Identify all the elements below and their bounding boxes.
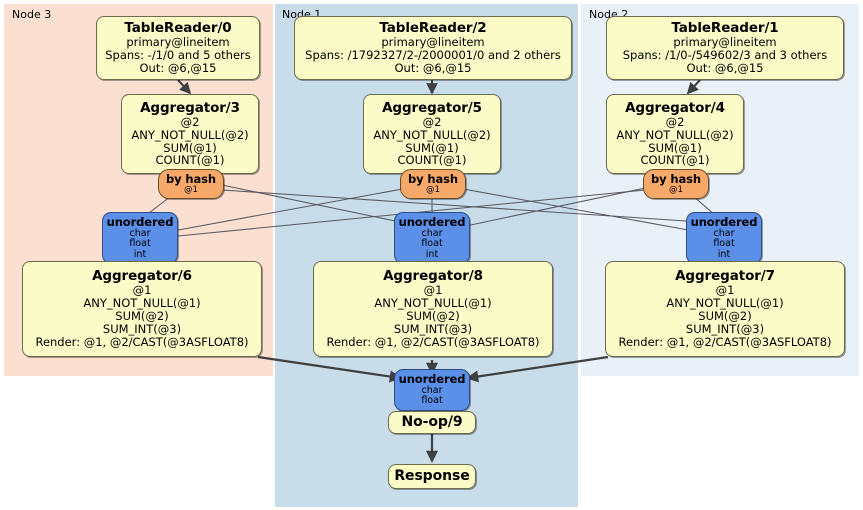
node-line: Render: @1, @2/CAST(@3ASFLOAT8) [35, 334, 249, 349]
router-title: by hash [165, 171, 216, 186]
node-line: SUM(@1) [163, 140, 217, 155]
router-by-hash-right[interactable]: by hash @1 [643, 169, 709, 199]
node-line: primary@lineitem [126, 35, 230, 50]
node-line: SUM_INT(@3) [393, 321, 473, 336]
node-line: ANY_NOT_NULL(@1) [374, 296, 492, 311]
node-line: Out: @6,@15 [686, 60, 764, 75]
node-no-op-9[interactable]: No-op/9 [388, 411, 476, 434]
node-line: Out: @6,@15 [394, 60, 472, 75]
node-line: primary@lineitem [381, 35, 485, 50]
node-tablereader-1[interactable]: TableReader/1 primary@lineitem Spans: /1… [606, 16, 844, 80]
router-line: @1 [184, 184, 198, 195]
router-by-hash-mid[interactable]: by hash @1 [400, 169, 466, 199]
sync-title: unordered [690, 214, 758, 229]
node-line: SUM(@1) [648, 140, 702, 155]
sync-line: char [421, 384, 443, 396]
router-title: by hash [407, 171, 458, 186]
region-label-node-3: Node 3 [12, 8, 52, 21]
node-aggregator-3[interactable]: Aggregator/3 @2 ANY_NOT_NULL(@2) SUM(@1)… [121, 94, 259, 174]
node-line: COUNT(@1) [397, 153, 467, 168]
sync-line: int [717, 248, 731, 260]
sync-line: int [425, 248, 439, 260]
node-line: SUM(@2) [406, 309, 460, 324]
node-line: ANY_NOT_NULL(@1) [83, 296, 201, 311]
router-title: by hash [650, 171, 701, 186]
sync-unordered-right[interactable]: unordered char float int [686, 212, 762, 264]
node-line: ANY_NOT_NULL(@1) [666, 296, 784, 311]
node-line: ANY_NOT_NULL(@2) [616, 127, 734, 142]
node-line: @2 [422, 114, 442, 129]
node-title: TableReader/1 [671, 20, 779, 37]
router-by-hash-left[interactable]: by hash @1 [158, 169, 224, 199]
sync-title: unordered [398, 371, 466, 386]
node-line: Out: @6,@15 [139, 60, 217, 75]
node-line: Spans: /1/0-/549602/3 and 3 others [622, 48, 828, 63]
sync-line: int [133, 248, 147, 260]
sync-line: char [129, 227, 151, 239]
node-line: SUM_INT(@3) [102, 321, 182, 336]
node-tablereader-0[interactable]: TableReader/0 primary@lineitem Spans: -/… [96, 16, 260, 80]
node-line: primary@lineitem [673, 35, 777, 50]
node-title: Aggregator/8 [383, 268, 483, 285]
node-line: COUNT(@1) [155, 153, 225, 168]
node-line: @1 [715, 283, 735, 298]
node-title: TableReader/2 [379, 20, 487, 37]
node-aggregator-8[interactable]: Aggregator/8 @1 ANY_NOT_NULL(@1) SUM(@2)… [313, 261, 553, 357]
node-line: Render: @1, @2/CAST(@3ASFLOAT8) [618, 334, 832, 349]
sync-line: float [421, 395, 443, 407]
node-line: ANY_NOT_NULL(@2) [373, 127, 491, 142]
sync-unordered-left[interactable]: unordered char float int [102, 212, 178, 264]
sync-line: float [129, 238, 151, 250]
node-title: Aggregator/4 [625, 99, 725, 116]
sync-title: unordered [398, 214, 466, 229]
node-line: ANY_NOT_NULL(@2) [131, 127, 249, 142]
sync-unordered-final[interactable]: unordered char float [394, 369, 470, 411]
node-title: Aggregator/5 [382, 99, 482, 116]
node-line: SUM(@1) [405, 140, 459, 155]
router-line: @1 [669, 184, 683, 195]
node-response[interactable]: Response [388, 464, 476, 489]
sync-line: float [713, 238, 735, 250]
node-aggregator-7[interactable]: Aggregator/7 @1 ANY_NOT_NULL(@1) SUM(@2)… [605, 261, 845, 357]
node-title: Aggregator/3 [140, 99, 240, 116]
node-line: Spans: -/1/0 and 5 others [105, 48, 251, 63]
node-line: SUM(@2) [698, 309, 752, 324]
node-aggregator-6[interactable]: Aggregator/6 @1 ANY_NOT_NULL(@1) SUM(@2)… [22, 261, 262, 357]
node-line: @1 [423, 283, 443, 298]
sync-line: char [713, 227, 735, 239]
sync-title: unordered [106, 214, 174, 229]
node-line: Spans: /1792327/2-/2000001/0 and 2 other… [305, 48, 561, 63]
node-line: @1 [132, 283, 152, 298]
node-tablereader-2[interactable]: TableReader/2 primary@lineitem Spans: /1… [294, 16, 572, 80]
node-aggregator-5[interactable]: Aggregator/5 @2 ANY_NOT_NULL(@2) SUM(@1)… [363, 94, 501, 174]
node-line: Render: @1, @2/CAST(@3ASFLOAT8) [326, 334, 540, 349]
node-line: @2 [665, 114, 685, 129]
node-title: Response [394, 467, 470, 484]
node-title: TableReader/0 [124, 20, 232, 37]
sync-line: char [421, 227, 443, 239]
sync-line: float [421, 238, 443, 250]
node-title: Aggregator/6 [92, 268, 192, 285]
node-title: No-op/9 [401, 413, 463, 430]
node-line: SUM_INT(@3) [685, 321, 765, 336]
node-line: COUNT(@1) [640, 153, 710, 168]
node-line: @2 [180, 114, 200, 129]
node-line: SUM(@2) [115, 309, 169, 324]
sync-unordered-mid[interactable]: unordered char float int [394, 212, 470, 264]
router-line: @1 [426, 184, 440, 195]
node-aggregator-4[interactable]: Aggregator/4 @2 ANY_NOT_NULL(@2) SUM(@1)… [606, 94, 744, 174]
node-title: Aggregator/7 [675, 268, 775, 285]
